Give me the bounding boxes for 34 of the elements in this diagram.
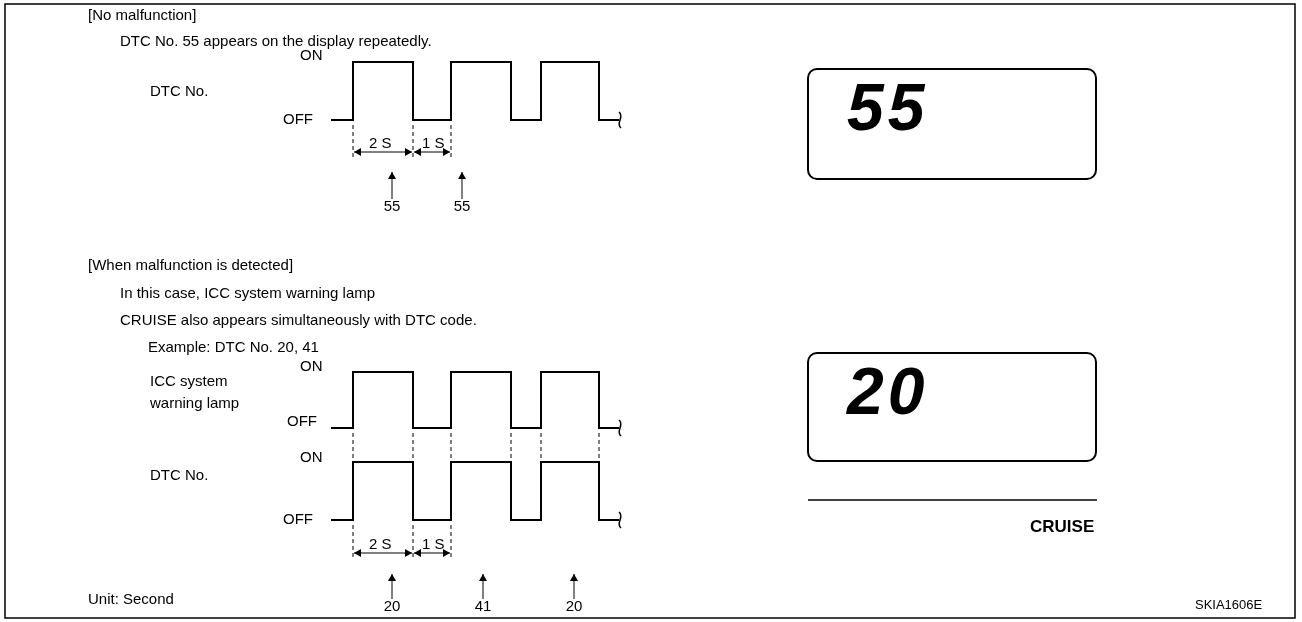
figure-code: SKIA1606E [1195, 596, 1263, 614]
signal-name: ICC system warning lamp [150, 371, 241, 413]
level-label: OFF [283, 510, 313, 528]
code-number: 55 [447, 197, 477, 215]
indicator-label: CRUISE [1030, 518, 1095, 536]
duration-label: 2 S [369, 535, 392, 553]
leader-arrow [479, 573, 487, 600]
section-heading: [When malfunction is detected] [88, 256, 294, 274]
level-label: ON [300, 357, 323, 375]
leader-arrow [388, 171, 396, 200]
level-label: ON [300, 448, 323, 466]
code-number: 41 [468, 597, 498, 615]
code-number: 20 [559, 597, 589, 615]
duration-label: 2 S [369, 134, 392, 152]
signal-name: DTC No. [150, 82, 209, 100]
level-label: OFF [283, 110, 313, 128]
note-text: Example: DTC No. 20, 41 [148, 338, 319, 356]
note-text: In this case, ICC system warning lamp [120, 284, 376, 302]
lcd-display [807, 352, 1097, 462]
leader-arrow [570, 573, 578, 600]
duration-label: 1 S [422, 535, 445, 553]
unit-note: Unit: Second [88, 590, 174, 608]
display-digits: 20 [847, 356, 929, 426]
leader-arrow [388, 573, 396, 600]
code-number: 55 [377, 197, 407, 215]
code-number: 20 [377, 597, 407, 615]
note-text: CRUISE also appears simultaneously with DTC code. [120, 311, 477, 329]
display-digits: 55 [847, 72, 929, 142]
level-label: OFF [287, 412, 317, 430]
section-heading: [No malfunction] [88, 6, 197, 24]
duration-label: 1 S [422, 134, 445, 152]
leader-arrow [458, 171, 466, 200]
lcd-display [807, 68, 1097, 180]
signal-name: DTC No. [150, 466, 209, 484]
